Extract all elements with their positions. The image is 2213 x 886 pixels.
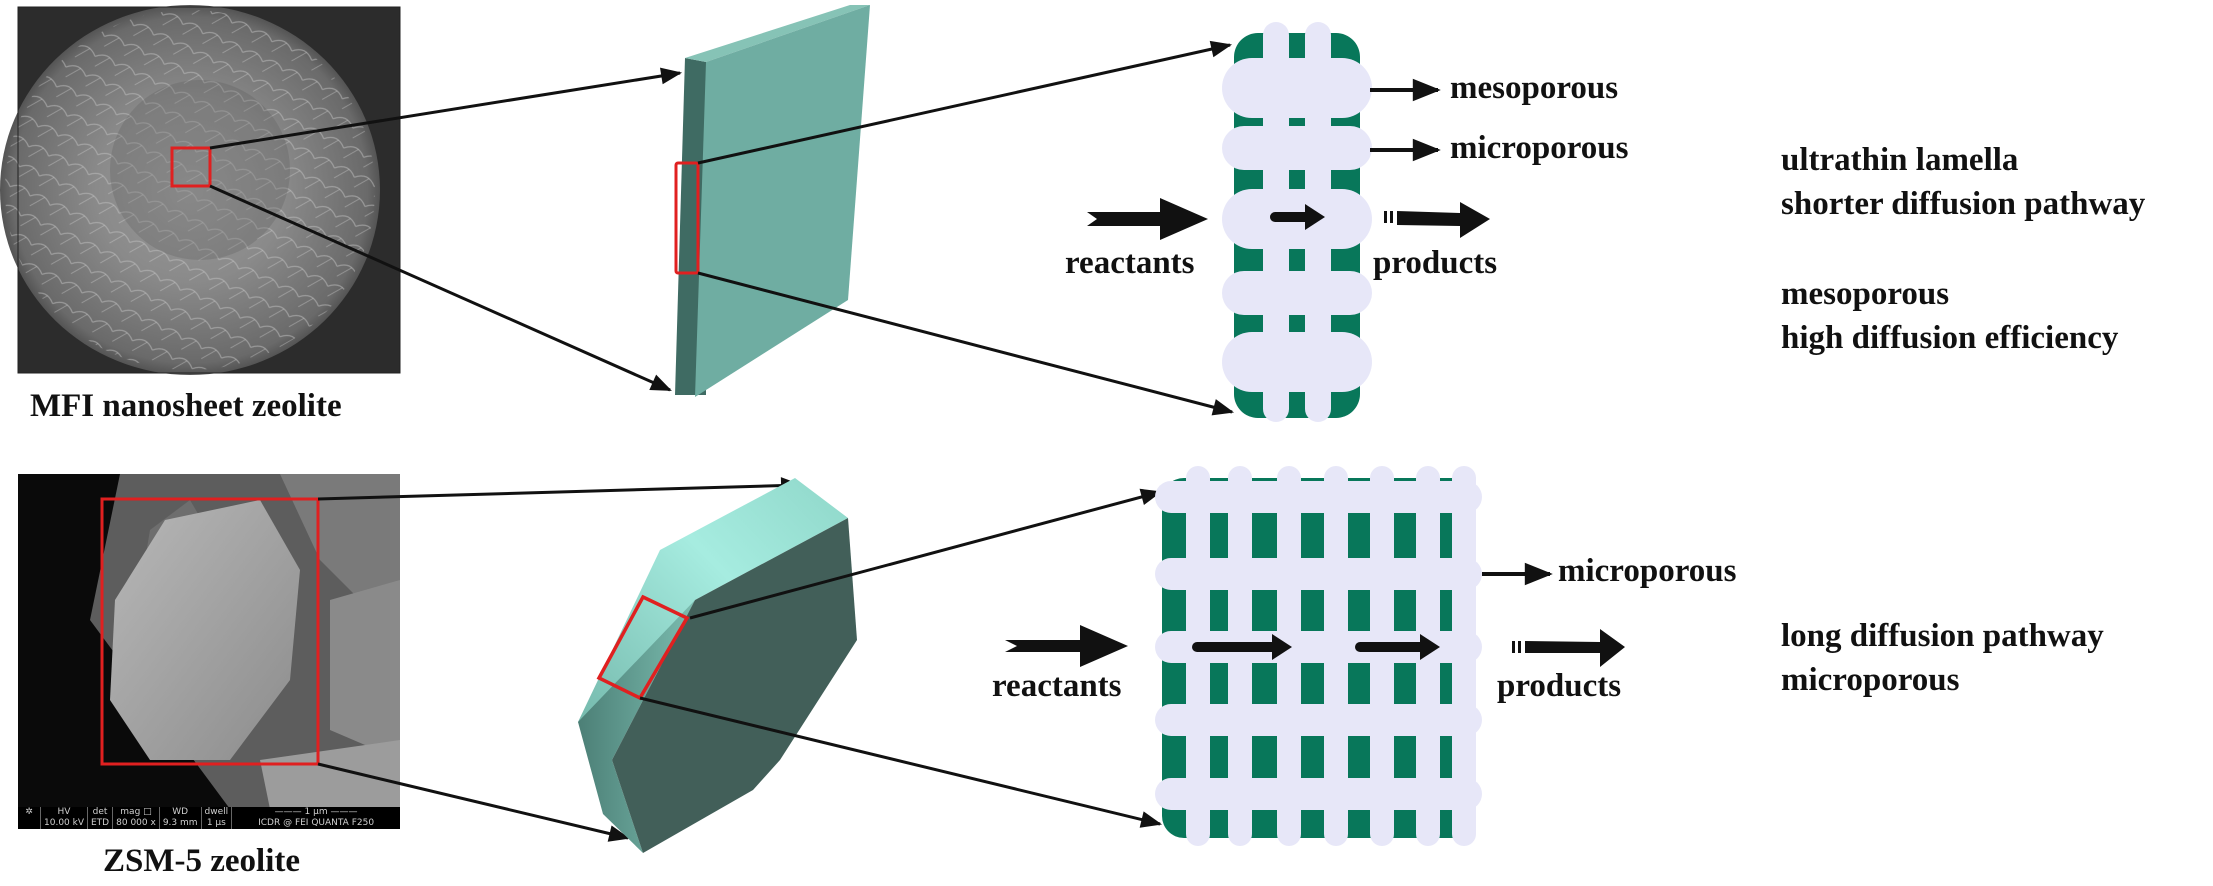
sem-det-label: det [92,807,108,817]
bottom-products-label: products [1497,668,1622,704]
reactants-arrow-icon [1005,625,1128,667]
sem-instrument-label: ICDR @ FEI QUANTA F250 [258,818,375,828]
micropore-channel [1155,481,1482,513]
sheet-highlight-box [674,161,700,275]
top-mesoporous-label: mesoporous [1450,70,1619,106]
connector-line [317,477,803,501]
sem-scale-bar-label: 1 µm [304,807,328,817]
connector-line [697,40,1233,165]
connector-line [639,696,1163,828]
micropore-channel [1155,778,1482,810]
bottom-property-1: long diffusion pathway [1781,618,2104,654]
bottom-property-2: microporous [1781,662,1960,698]
sem-wd-label: WD [172,807,189,817]
top-microporous-label: microporous [1450,130,1629,166]
sem-dwell-label: dwell [204,807,229,817]
zsm5-highlight-box [100,497,320,766]
top-reactants-label: reactants [1065,245,1195,281]
micropore-channel [1222,126,1372,170]
sem-dwell-value: 1 µs [206,818,226,828]
sem-det-value: ETD [91,818,110,828]
connector-line [209,67,683,150]
zsm5-caption: ZSM-5 zeolite [103,843,301,879]
sem-mag-label: mag [120,807,141,817]
micropore-channel [1155,631,1482,663]
top-property-3: mesoporous [1781,276,1950,312]
mfi-sem-micrograph [0,5,401,375]
sem-wd-value: 9.3 mm [162,818,198,828]
bottom-reactants-label: reactants [992,668,1122,704]
nanosheet-slab [675,5,870,397]
top-property-2: shorter diffusion pathway [1781,186,2146,222]
connector-line [689,488,1163,620]
top-property-1: ultrathin lamella [1781,142,2019,178]
internal-diffusion-arrow-icon [1355,634,1440,660]
reactants-arrow-icon [1087,198,1208,240]
zsm5-sem-micrograph [18,474,400,809]
mfi-caption: MFI nanosheet zeolite [30,388,342,424]
internal-diffusion-arrow-icon [1192,634,1292,660]
zsm5-crystal-model [578,478,857,853]
mesopore-channel [1222,58,1372,118]
connector-line [697,271,1235,416]
sem-mag-value: 80 000 x [116,818,156,828]
mesopore-channel [1222,332,1372,392]
zsm5-pore-model [1155,466,1482,846]
mfi-highlight-box [170,146,212,188]
products-arrow-icon [1512,629,1625,667]
micropore-channel [1222,271,1372,315]
bottom-microporous-label: microporous [1558,553,1737,589]
top-property-4: high diffusion efficiency [1781,320,2119,356]
micropore-channel [1155,704,1482,736]
products-arrow-icon [1384,202,1490,238]
connector-line [209,184,672,392]
sem-logo-icon: ✲ [18,807,41,829]
sem-hv-value: 10.00 kV [44,818,84,828]
internal-diffusion-arrow-icon [1270,204,1325,230]
top-products-label: products [1373,245,1498,281]
connector-line [317,762,631,842]
micropore-channel [1155,558,1482,590]
sem-hv-label: HV [57,807,71,817]
